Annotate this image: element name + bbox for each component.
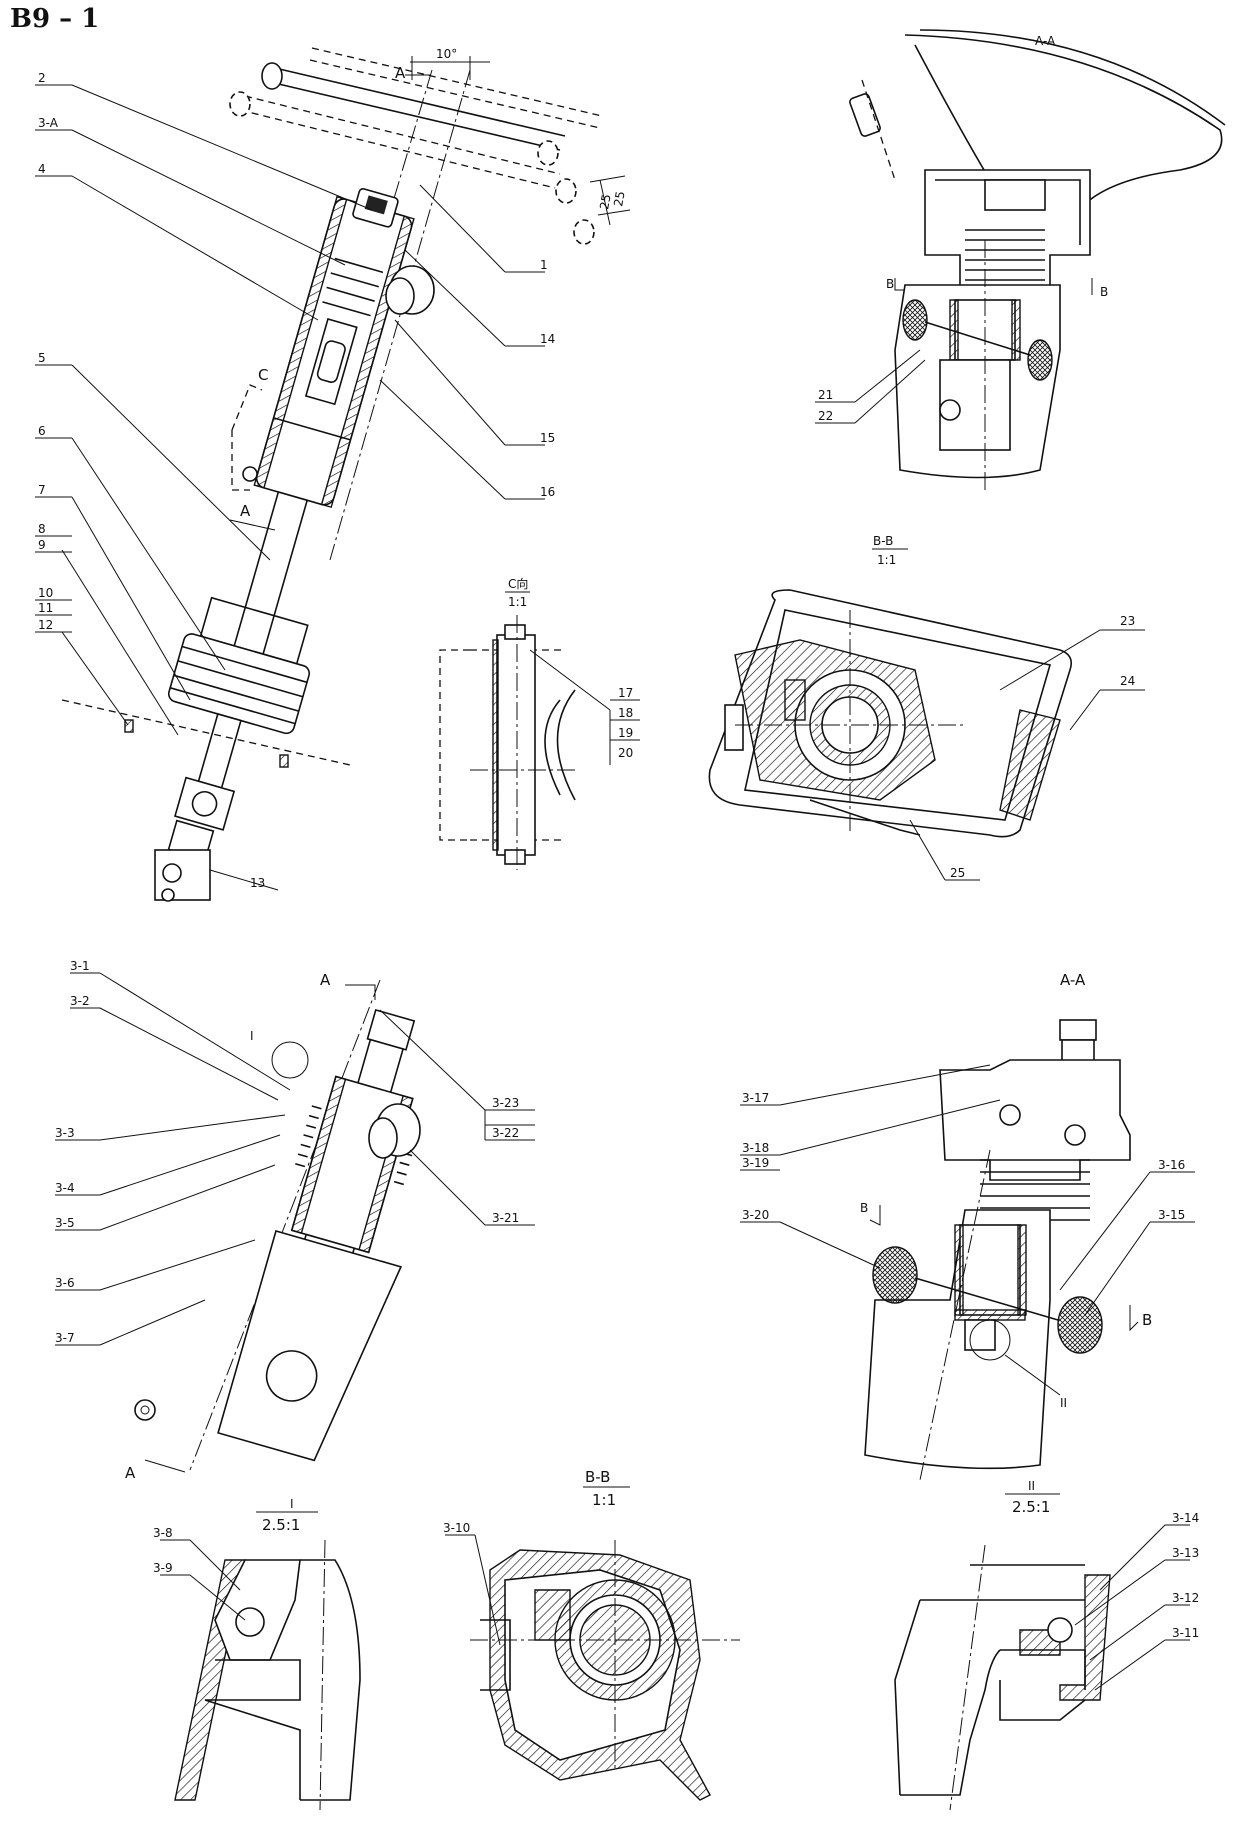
callout-3-3: 3-3	[55, 1126, 75, 1140]
callout-3-18: 3-18	[742, 1141, 769, 1155]
callout-3-14: 3-14	[1172, 1511, 1199, 1525]
mid-right-section-b-right: B	[1142, 1311, 1152, 1329]
section-b-b-top: B-B 1:1	[708, 534, 1145, 881]
callout-17: 17	[618, 686, 633, 700]
callout-10: 10	[38, 586, 53, 600]
callout-21: 21	[818, 388, 833, 402]
callout-16: 16	[540, 485, 555, 499]
section-bb-bottom-scale: 1:1	[592, 1491, 616, 1509]
detail-mark-c: C	[258, 366, 268, 384]
callout-3-2: 3-2	[70, 994, 90, 1008]
callout-3-22: 3-22	[492, 1126, 519, 1140]
section-mark-a-bottom: A	[240, 502, 251, 520]
callout-3-4: 3-4	[55, 1181, 75, 1195]
callout-4: 4	[38, 162, 46, 176]
page-title: B9 – 1	[10, 4, 100, 34]
callout-3-12: 3-12	[1172, 1591, 1199, 1605]
callout-23: 23	[1120, 614, 1135, 628]
section-bb-top-scale: 1:1	[877, 553, 896, 567]
callout-3-5: 3-5	[55, 1216, 75, 1230]
section-a-a-mid-view: A-A B B II	[740, 971, 1195, 1481]
callout-2: 2	[38, 71, 46, 85]
section-bb-top-title: B-B	[873, 534, 893, 548]
detail-i-title: I	[290, 1497, 294, 1511]
detail-ii-scale: 2.5:1	[1012, 1498, 1050, 1516]
callout-3-a: 3-A	[38, 116, 59, 130]
callout-3-6: 3-6	[55, 1276, 75, 1290]
callout-12: 12	[38, 618, 53, 632]
detail-ii-title: II	[1028, 1479, 1035, 1493]
callout-5: 5	[38, 351, 46, 365]
top-left-leaders	[35, 84, 545, 902]
callout-6: 6	[38, 424, 46, 438]
callout-3-9: 3-9	[153, 1561, 173, 1575]
detail-mark-ii: II	[1060, 1396, 1067, 1410]
detail-c-view: C向 1:1	[439, 576, 611, 870]
callout-3-19: 3-19	[742, 1156, 769, 1170]
dim-label-25a: 25	[597, 193, 613, 210]
callout-22: 22	[818, 409, 833, 423]
detail-i-view: I 2.5:1	[160, 1497, 361, 1811]
callout-3-7: 3-7	[55, 1331, 75, 1345]
callout-3-11: 3-11	[1172, 1626, 1199, 1640]
callout-7: 7	[38, 483, 46, 497]
callout-3-20: 3-20	[742, 1208, 769, 1222]
callout-1: 1	[540, 258, 548, 272]
callout-3-16: 3-16	[1158, 1158, 1185, 1172]
callout-11: 11	[38, 601, 53, 615]
section-mark-b-right: B	[1100, 285, 1108, 299]
callout-24: 24	[1120, 674, 1135, 688]
detail-c-scale: 1:1	[508, 595, 527, 609]
callout-19: 19	[618, 726, 633, 740]
callout-15: 15	[540, 431, 555, 445]
callout-3-23: 3-23	[492, 1096, 519, 1110]
column-detail-view: A I A	[55, 971, 535, 1482]
angle-label: 10°	[436, 47, 457, 61]
callout-3-1: 3-1	[70, 959, 90, 973]
section-a-a-top-view: A-A B B	[815, 29, 1226, 490]
dim-label-25b: 25	[611, 190, 627, 207]
callout-3-17: 3-17	[742, 1091, 769, 1105]
detail-c-title: C向	[508, 576, 528, 591]
callout-3-8: 3-8	[153, 1526, 173, 1540]
mid-right-title: A-A	[1060, 971, 1086, 989]
detail-i-scale: 2.5:1	[262, 1516, 300, 1534]
callout-20: 20	[618, 746, 633, 760]
callout-13: 13	[250, 876, 265, 890]
section-b-b-bottom: B-B 1:1	[445, 1468, 740, 1801]
callout-3-13: 3-13	[1172, 1546, 1199, 1560]
callout-25: 25	[950, 866, 965, 880]
callout-3-10: 3-10	[443, 1521, 470, 1535]
callout-8: 8	[38, 522, 46, 536]
section-bb-bottom-title: B-B	[585, 1468, 610, 1486]
callout-14: 14	[540, 332, 555, 346]
section-mark-b-left: B	[886, 277, 894, 291]
section-mark-a-top: A	[395, 64, 406, 82]
callout-3-21: 3-21	[492, 1211, 519, 1225]
mid-left-section-a-bottom: A	[125, 1464, 136, 1482]
callout-18: 18	[618, 706, 633, 720]
callout-3-15: 3-15	[1158, 1208, 1185, 1222]
steering-column-view: 25 25 10° A	[61, 47, 631, 831]
callout-9: 9	[38, 538, 46, 552]
detail-ii-view: II 2.5:1	[894, 1479, 1190, 1811]
detail-mark-i: I	[250, 1029, 254, 1043]
mid-right-section-b-left: B	[860, 1201, 868, 1215]
mid-left-section-a-top: A	[320, 971, 331, 989]
